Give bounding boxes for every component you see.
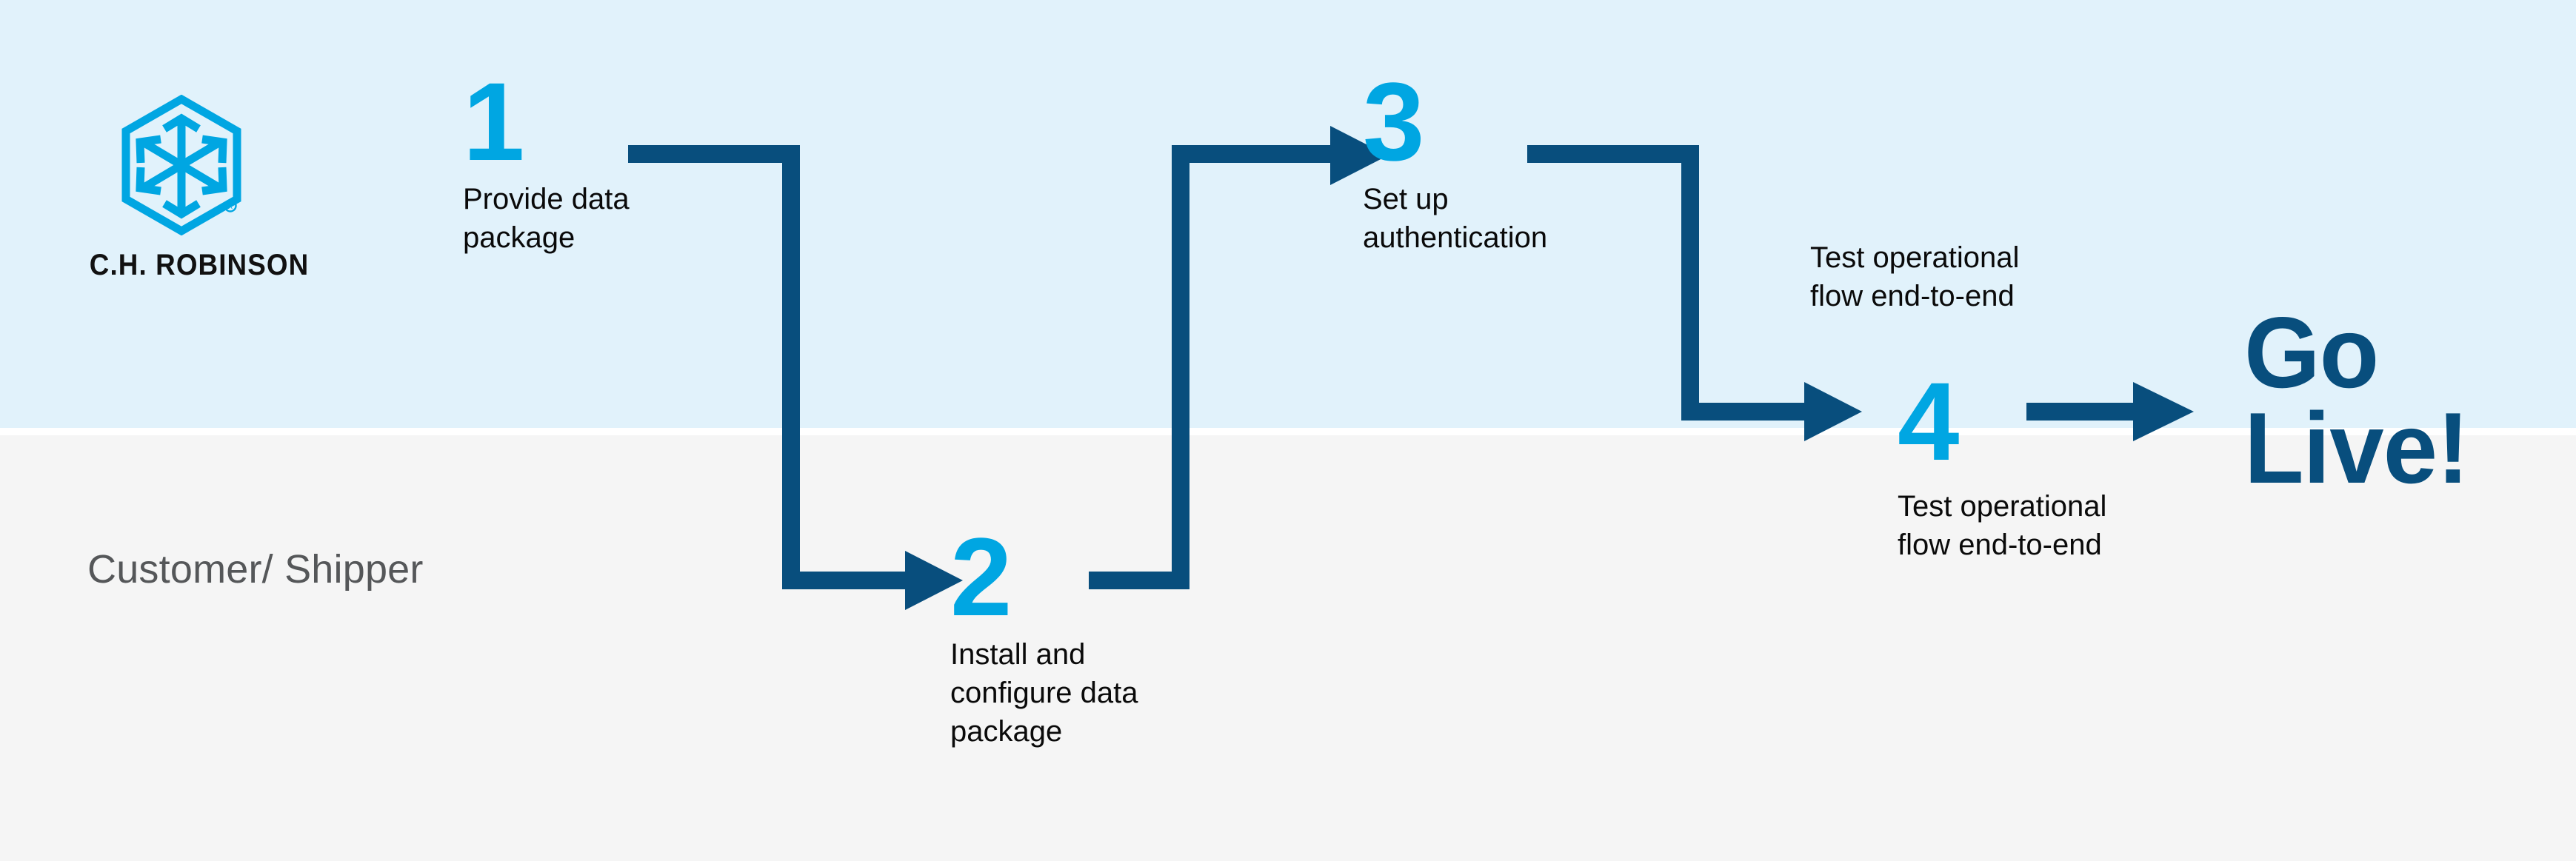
ch-robinson-hexagon-arrows-logo-icon: R bbox=[121, 95, 241, 235]
step-4: 4 Test operational flow end-to-end bbox=[1898, 359, 2107, 564]
step-1-label: Provide data package bbox=[463, 183, 630, 254]
step-1-number: 1 bbox=[463, 59, 524, 184]
brand-wordmark: C.H. ROBINSON bbox=[89, 249, 310, 281]
step-1: 1 Provide data package bbox=[463, 59, 630, 257]
step-4-number: 4 bbox=[1898, 359, 1959, 483]
svg-text:R: R bbox=[228, 203, 233, 210]
step-3: 3 Set up authentication bbox=[1363, 59, 1548, 257]
step-4-label: Test operational flow end-to-end bbox=[1898, 490, 2107, 561]
background-band-partner-lane bbox=[0, 0, 2576, 428]
background-band-divider bbox=[0, 428, 2576, 435]
caption-test-operational-flow-top: Test operational flow end-to-end bbox=[1810, 241, 2020, 312]
step-3-number: 3 bbox=[1363, 59, 1424, 184]
background-band-customer-lane bbox=[0, 435, 2576, 861]
step-2: 2 Install and configure data package bbox=[950, 515, 1138, 751]
brand-logo-block: R C.H. ROBINSON bbox=[81, 95, 310, 282]
step-3-label: Set up authentication bbox=[1363, 183, 1548, 254]
lane-label-customer-shipper: Customer/ Shipper bbox=[87, 547, 424, 592]
outcome-go-live: Go Live! bbox=[2244, 296, 2469, 505]
step-2-label: Install and configure data package bbox=[950, 638, 1138, 748]
step-2-number: 2 bbox=[950, 515, 1012, 639]
